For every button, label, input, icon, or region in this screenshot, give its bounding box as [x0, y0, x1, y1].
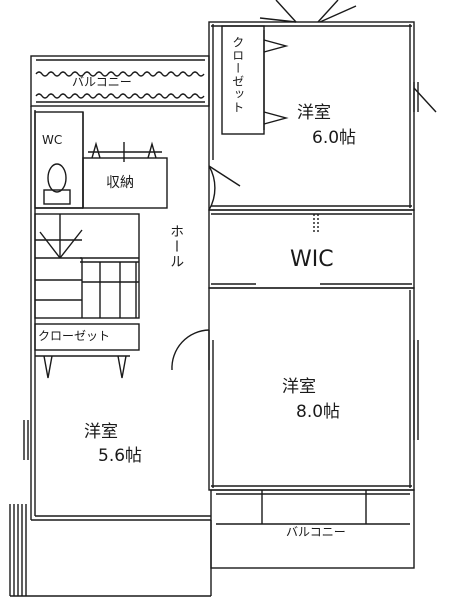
- room-name-storage: 収納: [106, 175, 134, 191]
- room-name-lower: 洋室: [84, 422, 118, 442]
- room-area-lower: 5.6帖: [98, 446, 143, 466]
- wall-balcony-top: [30, 55, 210, 107]
- room-name-closet-horizontal: クローゼット: [38, 329, 111, 343]
- room-name-middle: 洋室: [282, 377, 316, 397]
- room-area-upper: 6.0帖: [312, 128, 357, 148]
- room-name-wic: WIC: [290, 247, 334, 272]
- wall-wc: [34, 111, 84, 209]
- room-area-middle: 8.0帖: [296, 402, 341, 422]
- room-name-wc: WC: [42, 133, 63, 147]
- room-name-closet-vertical: クローゼット: [230, 36, 245, 114]
- wall-storage: [82, 157, 168, 209]
- wall-closet-horizontal: [34, 323, 140, 351]
- room-name-upper: 洋室: [297, 103, 331, 123]
- room-name-hall: ホール: [168, 224, 185, 269]
- staircase: [34, 213, 140, 319]
- room-name-balcony-top: バルコニー: [72, 75, 132, 89]
- toilet-icon: [47, 163, 67, 193]
- room-name-balcony-bottom: バルコニー: [286, 525, 346, 539]
